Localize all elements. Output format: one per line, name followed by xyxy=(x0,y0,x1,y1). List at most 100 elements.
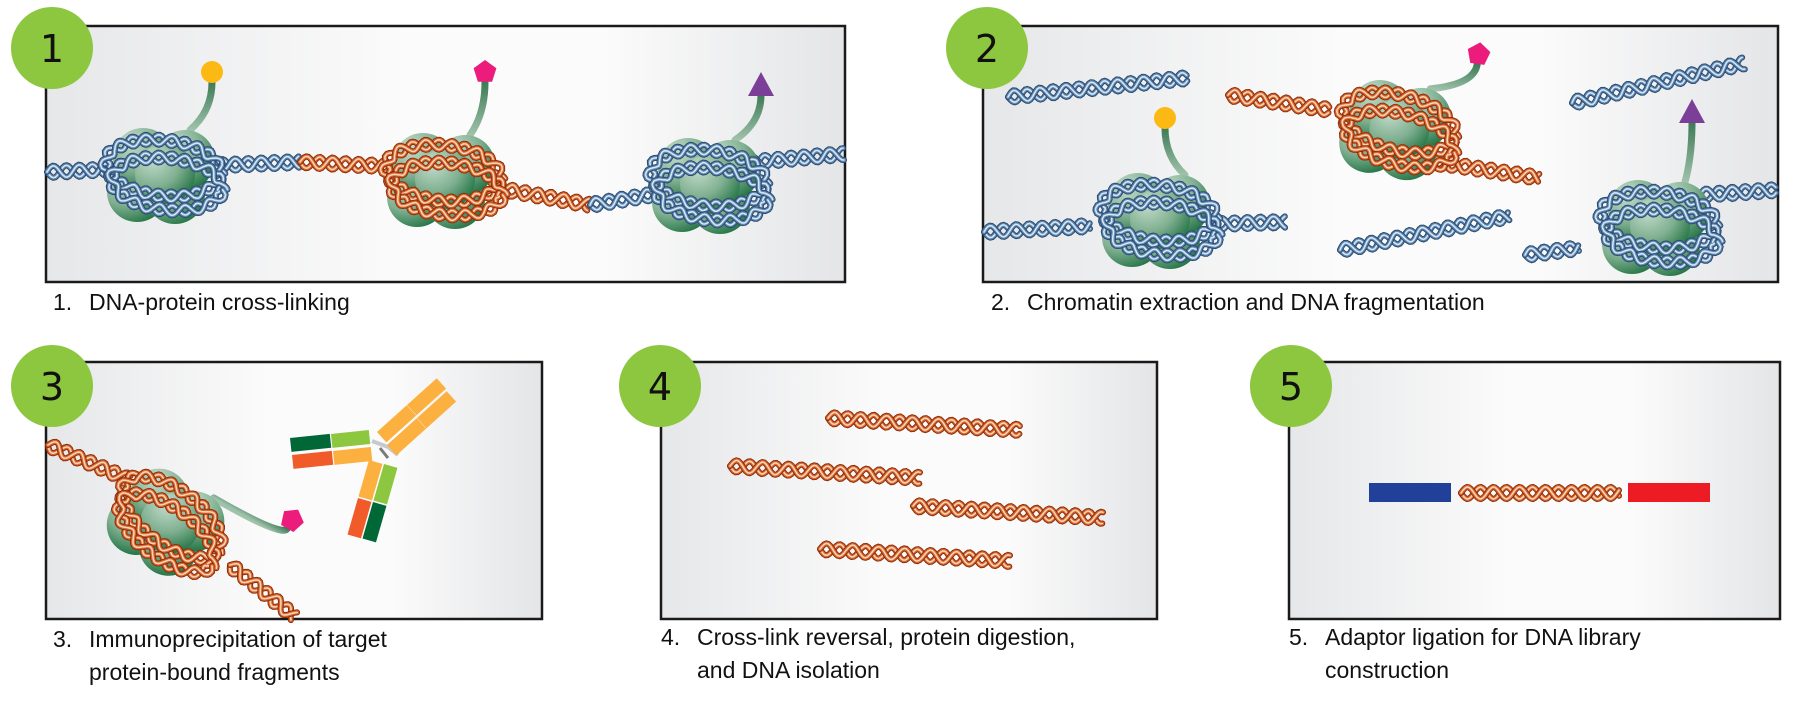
nucleosome-icon xyxy=(1333,42,1491,181)
panel-5 xyxy=(1287,360,1782,621)
dna-strand-highlight xyxy=(1094,179,1220,248)
step-badge-1: 1 xyxy=(11,7,93,89)
step-badge-2-number: 2 xyxy=(975,27,999,71)
linker-dna xyxy=(45,438,134,487)
dna-strand-highlight xyxy=(1335,86,1459,159)
histone-modification-circle-icon xyxy=(1154,107,1176,129)
step-1-caption-number: 1. xyxy=(53,289,73,315)
nucleosome-dna-wrap-outer xyxy=(377,136,509,210)
step-badge-4-number: 4 xyxy=(648,365,672,409)
histone-modification-triangle-icon xyxy=(1679,99,1705,123)
step-badge-5-number: 5 xyxy=(1279,365,1303,409)
antibody-heavy-chain-upper xyxy=(386,418,427,456)
antibody-disulfide-bond xyxy=(378,447,390,459)
dna-strand-highlight xyxy=(47,441,132,480)
step-badge-5: 5 xyxy=(1250,345,1332,427)
dna-strand-highlight xyxy=(1214,215,1286,231)
step-3-caption-number: 3. xyxy=(53,626,73,652)
dna-strand-highlight xyxy=(386,156,509,222)
dna-fragment xyxy=(1005,69,1191,106)
panel-4-frame xyxy=(659,360,1159,621)
antibody-fc-lower xyxy=(347,497,372,539)
dna-strand-highlight xyxy=(1339,211,1511,253)
nucleosome-dna-wrap-outer xyxy=(97,131,229,205)
dna-strand-highlight xyxy=(379,139,505,208)
dna-strand-highlight xyxy=(649,143,772,212)
histone-modification-pentagon-icon xyxy=(281,509,304,532)
dna-strand-highlight xyxy=(106,151,229,217)
histone-tail xyxy=(466,78,489,139)
step-2-caption-text: Chromatin extraction and DNA fragmentati… xyxy=(1027,289,1485,315)
nucleosome-icon xyxy=(97,61,231,224)
dna-strand-highlight xyxy=(117,470,227,562)
dna-fragment xyxy=(825,409,1023,439)
dna-strand-highlight xyxy=(1599,185,1722,254)
dna-strand-highlight xyxy=(912,499,1104,524)
step-badge-2-circle xyxy=(946,7,1028,89)
dna-strand-highlight xyxy=(99,134,225,203)
histone-modification-pentagon-icon xyxy=(1467,42,1491,65)
step-4-caption-number: 4. xyxy=(661,624,681,650)
nucleosome-dna-wrap-inner xyxy=(1099,194,1226,264)
dna-strand-highlight xyxy=(1460,486,1620,500)
step-badge-4-circle xyxy=(619,345,701,427)
dna-strand-highlight xyxy=(229,562,298,616)
dna-strand-highlight xyxy=(729,459,921,484)
dna-strand-highlight xyxy=(912,500,1104,525)
dna-strand-highlight xyxy=(1699,184,1777,201)
dna-fragment xyxy=(1212,213,1289,233)
nucleosome-icon xyxy=(642,72,776,234)
antibody-fc-upper xyxy=(358,459,383,501)
dna-strand-highlight xyxy=(116,471,224,564)
nucleosome-icon xyxy=(106,468,304,580)
histone-tail xyxy=(1161,124,1189,179)
step-2-caption-number: 2. xyxy=(991,289,1011,315)
nucleosome-dna-wrap-inner xyxy=(384,154,511,224)
dna-strand-highlight xyxy=(983,220,1091,238)
dna-strand-highlight xyxy=(1007,73,1189,102)
dna-strand-highlight xyxy=(827,412,1021,437)
dna-strand-highlight xyxy=(1594,186,1720,255)
histone-tail xyxy=(210,494,291,534)
antibody-fc-upper xyxy=(373,464,398,505)
histone-modification-pentagon-icon xyxy=(473,60,497,82)
step-5-caption-line-2: construction xyxy=(1325,657,1450,683)
dna-fragment xyxy=(817,540,1013,570)
dna-fragment-insert xyxy=(1458,483,1622,503)
step-4-caption-line-1: Cross-link reversal, protein digestion, xyxy=(697,624,1076,650)
histone-tail xyxy=(1426,60,1481,93)
antibody-heavy-chain-upper xyxy=(417,391,457,429)
dna-strand-highlight xyxy=(1339,86,1461,159)
panel-4-art xyxy=(727,409,1106,570)
step-1-caption-text: DNA-protein cross-linking xyxy=(89,289,350,315)
nucleosome-dna-wrap-outer xyxy=(114,468,229,567)
histone-tail xyxy=(731,91,765,144)
nucleosome-dna-wrap-inner xyxy=(104,149,231,219)
step-5-caption-number: 5. xyxy=(1289,624,1309,650)
dna-strand-highlight xyxy=(819,543,1011,568)
nucleosome-dna-wrap-outer xyxy=(1333,84,1463,162)
nucleosome-icon xyxy=(1592,99,1726,276)
panel-5-art xyxy=(1369,483,1710,503)
step-badge-3-number: 3 xyxy=(40,365,64,409)
panel-3-art xyxy=(45,378,457,624)
dna-fragment xyxy=(910,497,1106,527)
dna-fragment xyxy=(1522,240,1582,264)
dna-strand-highlight xyxy=(819,542,1011,567)
step-badge-2: 2 xyxy=(946,7,1028,89)
dna-fragment xyxy=(727,457,923,487)
step-badge-1-circle xyxy=(11,7,93,89)
panel-4 xyxy=(659,360,1159,621)
step-3-caption: 3.Immunoprecipitation of target protein-… xyxy=(53,623,387,689)
nucleosome-icon xyxy=(377,60,511,229)
dna-strand-highlight xyxy=(827,411,1021,436)
antibody-heavy-chain-upper xyxy=(407,378,447,416)
step-badge-3-circle xyxy=(11,345,93,427)
dna-fragment xyxy=(1697,181,1779,204)
dna-strand-highlight xyxy=(384,138,507,207)
step-badge-3: 3 xyxy=(11,345,93,427)
dna-fragment xyxy=(1569,54,1748,111)
histone-tail xyxy=(1681,118,1696,186)
dna-strand-highlight xyxy=(1099,178,1222,247)
step-badge-5-circle xyxy=(1250,345,1332,427)
